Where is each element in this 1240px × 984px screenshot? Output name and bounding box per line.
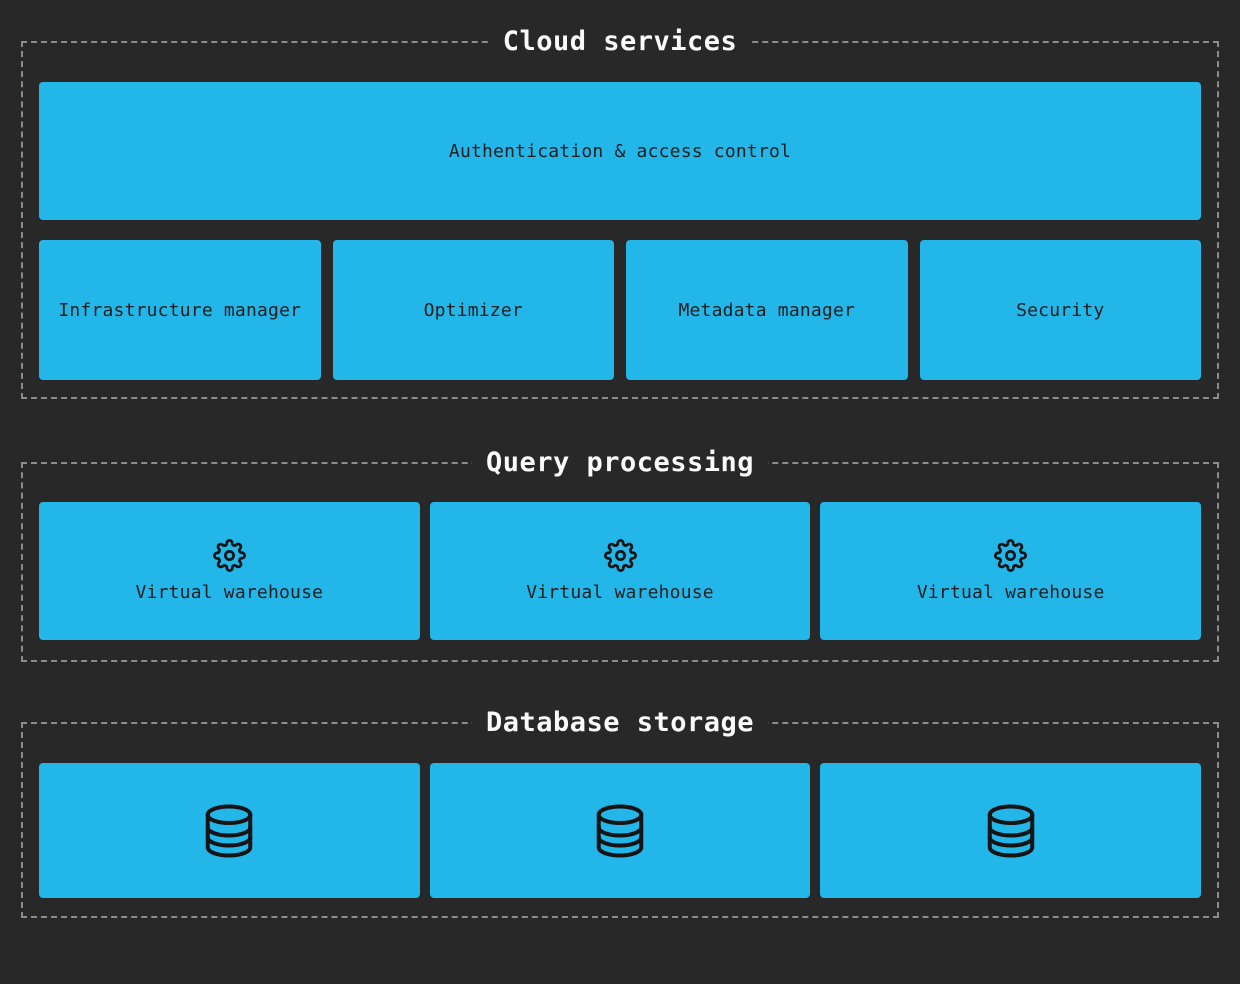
optimizer-box: Optimizer [332,240,614,380]
databases-row [39,763,1202,898]
security-box: Security [919,240,1201,380]
virtual-warehouse-label: Virtual warehouse [526,582,714,603]
gear-icon [212,539,246,572]
gear-icon [994,539,1028,572]
infrastructure-manager-label: Infrastructure manager [58,299,302,321]
security-label: Security [1016,299,1105,321]
gear-icon [603,539,637,572]
cloud-services-section: Cloud services Authentication & access c… [21,24,1219,399]
database-box [39,763,420,898]
query-processing-title: Query processing [471,445,769,481]
metadata-manager-box: Metadata manager [626,240,908,380]
auth-access-control-box: Authentication & access control [39,82,1201,220]
metadata-manager-label: Metadata manager [678,299,856,321]
database-box [429,763,811,898]
database-icon [596,804,644,857]
database-storage-section: Database storage [21,705,1219,918]
auth-access-control-label: Authentication & access control [448,140,792,162]
query-processing-section: Query processing Virtual warehouse Virtu… [21,445,1219,662]
database-icon [987,804,1034,857]
infrastructure-manager-box: Infrastructure manager [39,240,321,380]
virtual-warehouse-label: Virtual warehouse [916,582,1105,603]
virtual-warehouse-box: Virtual warehouse [429,502,811,640]
database-box [820,763,1202,898]
database-storage-title: Database storage [471,705,769,741]
virtual-warehouse-box: Virtual warehouse [39,502,420,640]
virtual-warehouse-box: Virtual warehouse [820,502,1202,640]
optimizer-label: Optimizer [423,299,523,321]
cloud-services-title: Cloud services [488,24,752,60]
database-icon [206,804,253,857]
warehouses-row: Virtual warehouse Virtual warehouse Virt… [39,502,1202,640]
virtual-warehouse-label: Virtual warehouse [135,582,324,603]
cloud-services-components-row: Infrastructure manager Optimizer Metadat… [39,240,1201,380]
